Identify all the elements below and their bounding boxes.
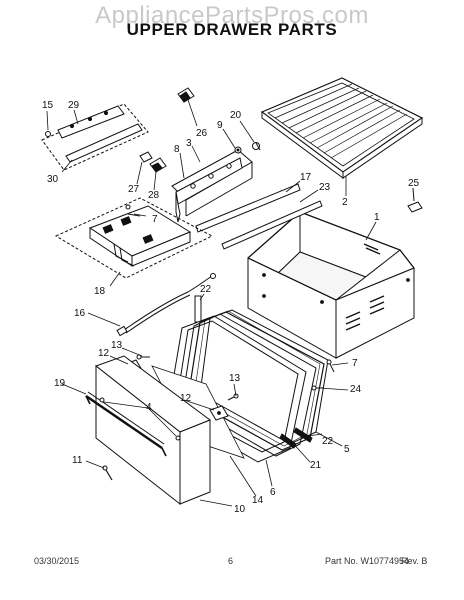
callout-10: 10: [234, 504, 246, 515]
leader-lines: [46, 99, 377, 507]
callout-3: 3: [186, 138, 192, 149]
screw-part-7-upper: [127, 213, 141, 217]
watermark: AppliancePartsPros.com: [95, 2, 369, 29]
callout-22-lower: 22: [322, 436, 334, 447]
callout-13-lower: 13: [229, 373, 241, 384]
callout-17: 17: [300, 172, 312, 183]
clip-part-26: [177, 87, 195, 103]
callout-7-lower: 7: [352, 358, 358, 369]
callout-2: 2: [342, 197, 348, 208]
clip-part-25: [407, 187, 423, 213]
callout-26: 26: [196, 128, 208, 139]
callout-29: 29: [68, 100, 80, 111]
screw-part-11: [102, 465, 113, 481]
callout-4: 4: [146, 402, 152, 413]
callout-16: 16: [74, 308, 86, 319]
callout-18: 18: [94, 286, 106, 297]
callout-22-upper: 22: [200, 284, 212, 295]
page-title: UPPER DRAWER PARTS: [126, 20, 338, 39]
callout-24: 24: [350, 384, 362, 395]
footer-part-number: Part No. W10774954: [325, 556, 410, 566]
callout-27: 27: [128, 184, 140, 195]
callout-8: 8: [174, 144, 180, 155]
callout-12-upper: 12: [98, 348, 110, 359]
callout-30: 30: [47, 174, 59, 185]
callout-9: 9: [217, 120, 223, 131]
clip-part-27: [139, 151, 153, 163]
drawer-cover-grille: [260, 77, 424, 179]
callout-25: 25: [408, 178, 420, 189]
drawer-front-panel: [85, 355, 212, 506]
callout-28: 28: [148, 190, 160, 201]
callout-23: 23: [319, 182, 331, 193]
footer-revision: Rev. B: [401, 556, 428, 566]
screw-part-20: [252, 142, 261, 151]
callout-12-lower: 12: [180, 393, 192, 404]
wire-harness: [116, 273, 216, 337]
callout-13-upper: 13: [111, 340, 123, 351]
bracket-plate: [171, 149, 253, 223]
callout-21: 21: [310, 460, 322, 471]
control-assembly-group: [54, 197, 214, 279]
screw-part-13-upper: [136, 354, 150, 360]
screw-part-9: [234, 146, 242, 154]
callout-6: 6: [270, 487, 276, 498]
footer-page-number: 6: [228, 556, 234, 566]
callout-14: 14: [252, 495, 264, 506]
clip-part-28: [149, 157, 167, 173]
slide-rails: [195, 183, 323, 250]
callout-5: 5: [344, 444, 350, 455]
callout-19: 19: [54, 378, 66, 389]
screw-part-7-lower: [326, 359, 335, 373]
footer-date: 03/30/2015: [34, 556, 80, 566]
bracket-part-12-lower: [209, 405, 229, 421]
callout-15: 15: [42, 100, 54, 111]
callout-1: 1: [374, 212, 380, 223]
callout-11: 11: [72, 455, 83, 466]
callout-7-upper: 7: [152, 214, 158, 225]
callout-labels: 15 29 30 26 3 8 9 20 27 28 17 23 2 25 7 …: [42, 100, 420, 515]
callout-20: 20: [230, 110, 242, 121]
spacer-part-22-lower: [293, 427, 313, 443]
rail-assembly-group: [41, 103, 149, 171]
drawer-box: [247, 210, 415, 359]
spacer-part-21: [279, 433, 297, 449]
